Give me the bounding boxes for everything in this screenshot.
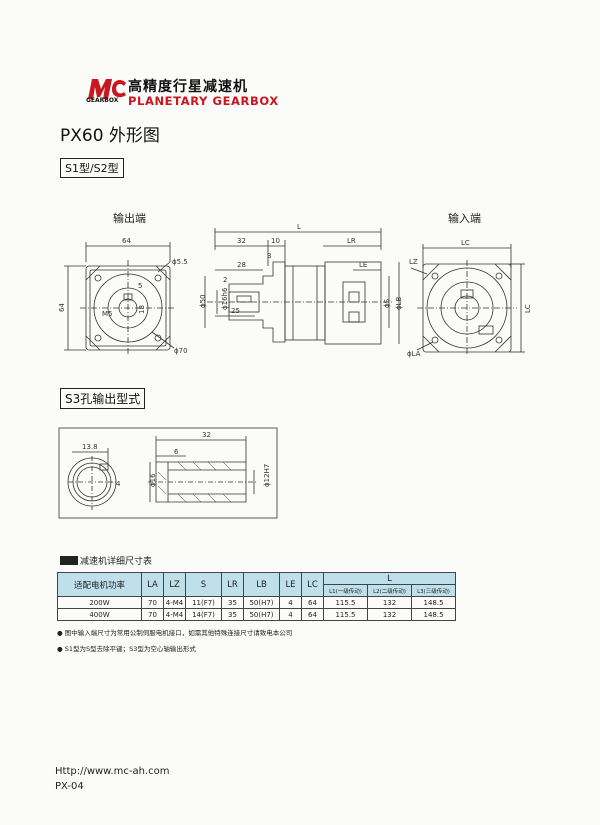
side-dim-shaft: ϕ16h6: [221, 287, 229, 310]
s3-dim-13-8: 13.8: [82, 443, 98, 451]
side-dim-2: 2: [223, 276, 227, 284]
header-LE: LE: [279, 572, 302, 597]
table-cell: 50(H7): [243, 596, 280, 609]
input-dim-LZ: LZ: [409, 258, 418, 266]
output-dim-m5: M5: [102, 310, 113, 318]
table-cell: 35: [221, 596, 244, 609]
table-cell: 70: [141, 596, 164, 609]
input-dim-LA: ϕLA: [407, 350, 421, 358]
table-cell: 115.5: [323, 608, 368, 621]
header-L: L: [322, 572, 457, 585]
side-dim-phi50: ϕ50: [199, 294, 207, 308]
note-text: 图中输入端尺寸为常用公制伺服电机接口，如需其他特殊连接尺寸请致电本公司: [64, 629, 293, 637]
note-input-interface: ● 图中输入端尺寸为常用公制伺服电机接口，如需其他特殊连接尺寸请致电本公司: [57, 629, 293, 637]
output-dim-64-left: 64: [58, 303, 66, 312]
header-LZ: LZ: [163, 572, 186, 597]
header-S: S: [185, 572, 222, 597]
side-dim-LE: LE: [359, 261, 367, 269]
heading-square-icon: [60, 556, 78, 565]
side-dim-10: 10: [271, 237, 280, 245]
table-cell: 11(F7): [185, 596, 222, 609]
table-cell: 400W: [57, 608, 142, 621]
table-cell: 148.5: [410, 608, 457, 621]
input-end-drawing: LC LC LZ ϕLA: [407, 239, 532, 358]
output-end-drawing: 64 64 ϕ5.5 ϕ70 5 M5 18: [58, 237, 188, 356]
brand-name-en: PLANETARY GEARBOX: [128, 94, 279, 108]
side-view-drawing: L 32 10 28 3 2 25 ϕ50 ϕ16h6 LR LE ϕS ϕLB: [199, 223, 403, 345]
table-heading: 减速机详细尺寸表: [60, 554, 152, 567]
input-end-label: 输入端: [448, 212, 481, 225]
table-cell: 132: [367, 596, 412, 609]
note-output-types: ● S1型为S型去除平键；S3型为空心轴输出形式: [57, 645, 196, 653]
table-cell: 4-M4: [163, 596, 186, 609]
table-cell: 4: [279, 608, 302, 621]
side-dim-25: 25: [231, 307, 240, 315]
side-dim-28: 28: [237, 261, 246, 269]
table-heading-text: 减速机详细尺寸表: [80, 557, 153, 567]
output-dim-circle: ϕ70: [174, 347, 188, 355]
header-L1: L1(一级传动): [323, 584, 368, 597]
page-title: PX60 外形图: [60, 126, 160, 146]
output-dim-hole: ϕ5.5: [172, 258, 188, 266]
footer-page-number: PX-04: [55, 781, 84, 792]
table-cell: 64: [301, 608, 324, 621]
header-motor-power: 适配电机功率: [57, 572, 142, 597]
header-L2: L2(二级传动): [367, 584, 412, 597]
header-LR: LR: [221, 572, 244, 597]
side-dim-S: ϕS: [383, 298, 391, 308]
table-cell: 115.5: [323, 596, 368, 609]
table-cell: 70: [141, 608, 164, 621]
mc-logo-icon: [88, 79, 126, 99]
type-tag: S1型/S2型: [60, 158, 124, 178]
output-dim-64-top: 64: [122, 237, 131, 245]
input-dim-LC-top: LC: [461, 239, 470, 247]
s3-dim-4: 4: [116, 480, 121, 488]
s3-output-drawing: 13.8 32 6 4 ϕ16 ϕ12H7: [58, 427, 278, 519]
brand-name-cn: 高精度行星减速机: [128, 79, 248, 95]
table-cell: 35: [221, 608, 244, 621]
table-cell: 148.5: [410, 596, 457, 609]
table-cell: 132: [367, 608, 412, 621]
side-dim-L: L: [297, 223, 301, 231]
side-dim-LR: LR: [347, 237, 356, 245]
side-dim-32: 32: [237, 237, 246, 245]
table-cell: 4: [279, 596, 302, 609]
logo-gearbox-text: GEARBOX: [86, 97, 119, 104]
table-cell: 200W: [57, 596, 142, 609]
mc-logo: [86, 75, 130, 107]
output-dim-key: 5: [138, 282, 142, 290]
header-LC: LC: [301, 572, 324, 597]
header-L3: L3(三级传动): [410, 584, 457, 597]
input-dim-LC-side: LC: [524, 304, 532, 313]
side-dim-3: 3: [267, 252, 271, 260]
table-cell: 14(F7): [185, 608, 222, 621]
s3-dim-32: 32: [202, 431, 211, 439]
spec-table: 适配电机功率 LA LZ S LR LB LE LC L L1(一级传动) L2…: [57, 572, 457, 621]
output-end-label: 输出端: [113, 212, 146, 225]
footer-website: Http://www.mc-ah.com: [55, 766, 170, 777]
s3-dim-phi16: ϕ16: [149, 473, 157, 487]
header-LA: LA: [141, 572, 164, 597]
s3-output-tag: S3孔输出型式: [60, 388, 146, 409]
output-dim-18: 18: [138, 305, 146, 314]
s3-dim-6: 6: [174, 448, 179, 456]
table-cell: 50(H7): [243, 608, 280, 621]
table-header-row: 适配电机功率 LA LZ S LR LB LE LC L: [57, 572, 457, 597]
table-cell: 4-M4: [163, 608, 186, 621]
table-cell: 64: [301, 596, 324, 609]
side-dim-LB: ϕLB: [395, 296, 403, 310]
table-row: 400W 70 4-M4 14(F7) 35 50(H7) 4 64 115.5…: [57, 608, 457, 621]
note-text: S1型为S型去除平键；S3型为空心轴输出形式: [64, 645, 196, 653]
table-row: 200W 70 4-M4 11(F7) 35 50(H7) 4 64 115.5…: [57, 596, 457, 609]
header-LB: LB: [243, 572, 280, 597]
s3-dim-bore: ϕ12H7: [263, 464, 271, 487]
